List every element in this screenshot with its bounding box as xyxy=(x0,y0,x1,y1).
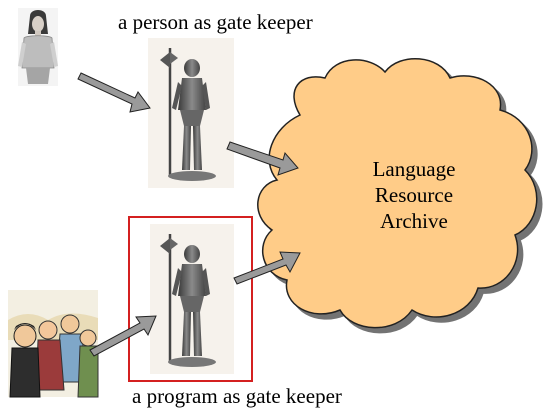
archive-label: Language Resource Archive xyxy=(330,156,498,234)
armored-knight-statue-icon xyxy=(148,38,234,188)
program-gatekeeper-caption: a program as gate keeper xyxy=(132,384,342,408)
program-gatekeeper-frame xyxy=(128,216,253,382)
cloud-shape xyxy=(257,58,538,329)
person-gatekeeper-caption: a person as gate keeper xyxy=(118,10,313,34)
archive-label-line: Language xyxy=(372,157,456,181)
group-of-people-cartoon-icon xyxy=(8,290,99,398)
archive-cloud xyxy=(257,58,538,329)
woman-figure-icon xyxy=(18,8,58,86)
right-arrow-icon xyxy=(89,315,157,357)
armored-knight-statue-icon xyxy=(150,224,234,374)
right-arrow-icon xyxy=(77,72,151,113)
right-arrow-icon xyxy=(233,251,301,285)
archive-label-line: Archive xyxy=(380,209,448,233)
archive-label-line: Resource xyxy=(374,183,454,207)
right-arrow-icon xyxy=(226,141,299,176)
